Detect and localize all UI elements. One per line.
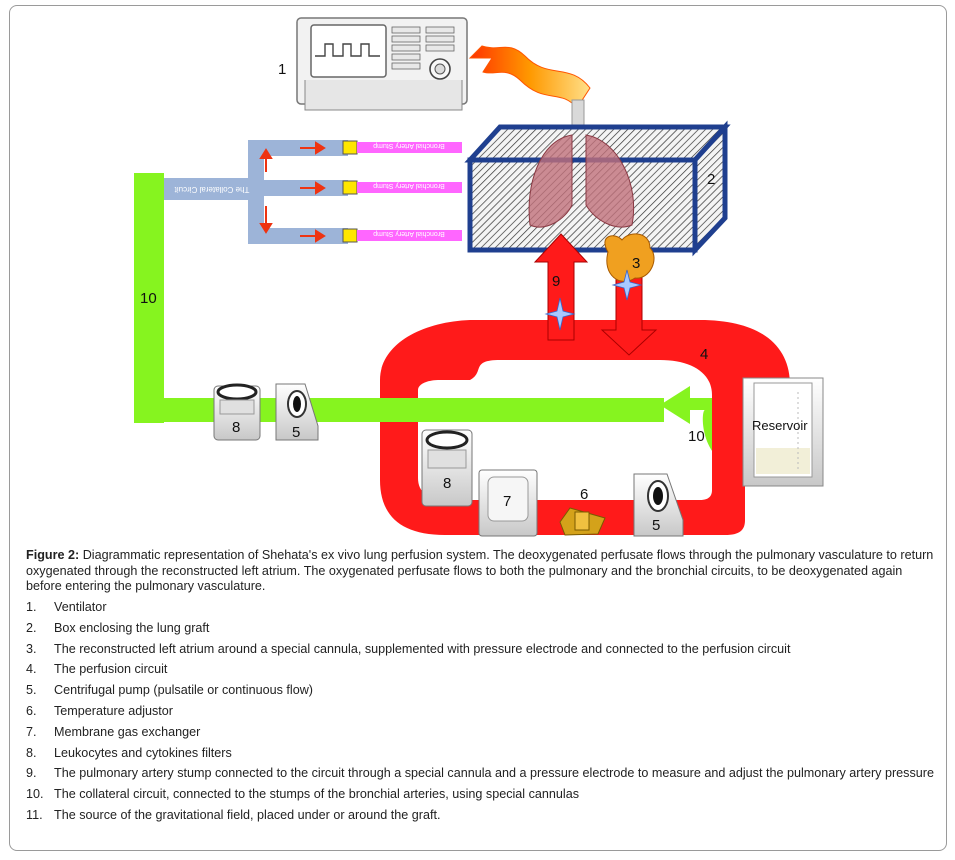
figure-frame xyxy=(9,5,947,851)
legend-number: 5. xyxy=(26,683,37,698)
legend-list: 1. Ventilator 2. Box enclosing the lung gra… xyxy=(26,600,934,829)
legend-text: Ventilator xyxy=(54,600,107,614)
filter-collateral xyxy=(213,383,261,441)
ventilator xyxy=(296,17,468,111)
legend-item: 4. The perfusion circuit xyxy=(26,662,934,677)
legend-item: 2. Box enclosing the lung graft xyxy=(26,621,934,636)
reservoir-label: Reservoir xyxy=(752,418,808,433)
ventilation-tube xyxy=(468,45,591,109)
perfusion-diagram: 1 2 The Collateral Circuit xyxy=(134,17,824,537)
legend-text: The source of the gravitational field, p… xyxy=(54,807,441,822)
legend-number: 1. xyxy=(26,600,37,614)
legend-item: 6. Temperature adjustor xyxy=(26,704,934,719)
legend-text: The perfusion circuit xyxy=(54,662,168,677)
label-8-collateral: 8 xyxy=(232,419,240,436)
legend-text: The pulmonary artery stump connected to … xyxy=(54,766,934,781)
legend-text: Centrifugal pump (pulsatile or continuou… xyxy=(54,683,314,698)
legend-number: 4. xyxy=(26,662,37,677)
legend-number: 3. xyxy=(26,641,37,656)
legend-text: Leukocytes and cytokines filters xyxy=(54,745,232,760)
collateral-circuit-label: The Collateral Circuit xyxy=(174,185,249,194)
legend-number: 7. xyxy=(26,724,37,739)
legend-item: 7. Membrane gas exchanger xyxy=(26,725,934,740)
legend-number: 8. xyxy=(26,745,37,760)
legend-item: 11. The source of the gravitational field… xyxy=(26,808,934,823)
cannula-label-2: Bronchial Artery Stump xyxy=(373,182,445,189)
left-atrium-arrow xyxy=(600,233,658,356)
pump-collateral xyxy=(275,383,319,441)
pulmonary-artery-arrow xyxy=(533,233,589,341)
legend-text: Box enclosing the lung graft xyxy=(54,620,210,635)
label-10-collateral: 10 xyxy=(140,290,157,307)
legend-number: 2. xyxy=(26,620,37,635)
filter-circuit xyxy=(421,429,473,507)
legend-text: The reconstructed left atrium around a s… xyxy=(54,641,791,656)
legend-number: 9. xyxy=(26,766,37,781)
figure-caption: Figure 2: Diagrammatic representation of… xyxy=(26,548,934,595)
label-6: 6 xyxy=(580,486,588,503)
legend-number: 6. xyxy=(26,703,37,718)
legend-text: Temperature adjustor xyxy=(54,703,174,718)
legend-item: 10. The collateral circuit, connected to … xyxy=(26,787,934,802)
label-5-collateral: 5 xyxy=(292,424,300,441)
legend-text: The collateral circuit, connected to the… xyxy=(54,787,580,802)
lung-box xyxy=(464,120,731,257)
reservoir xyxy=(742,377,824,487)
bronchial-branches: The Collateral Circuit Bronchial Artery … xyxy=(164,140,462,244)
caption-text: Diagrammatic representation of Shehata's… xyxy=(26,548,934,593)
legend-item: 3. The reconstructed left atrium around a… xyxy=(26,642,934,657)
gas-exchanger xyxy=(478,469,538,537)
figure-label: Figure 2: xyxy=(26,548,80,562)
pump-circuit xyxy=(633,473,684,537)
collateral-crossing xyxy=(380,398,662,422)
label-10-arrow: 10 xyxy=(688,428,705,445)
cannula-label-3: Bronchial Artery Stump xyxy=(373,230,445,237)
legend-item: 9. The pulmonary artery stump connected t… xyxy=(26,766,934,781)
label-1: 1 xyxy=(278,61,286,78)
legend-number: 11. xyxy=(26,807,43,822)
label-4-top: 4 xyxy=(700,346,708,363)
label-2: 2 xyxy=(707,171,715,188)
legend-item: 5. Centrifugal pump (pulsatile or continu… xyxy=(26,683,934,698)
legend-number: 10. xyxy=(26,787,44,802)
temperature-adjustor xyxy=(559,507,606,536)
label-3: 3 xyxy=(632,255,640,272)
label-9: 9 xyxy=(552,273,560,290)
legend-item: 1. Ventilator xyxy=(26,600,934,615)
legend-item: 8. Leukocytes and cytokines filters xyxy=(26,746,934,761)
legend-text: Membrane gas exchanger xyxy=(54,724,201,739)
perfusion-circuit xyxy=(380,320,790,535)
cannula-label-1: Bronchial Artery Stump xyxy=(373,142,445,149)
label-5-circuit: 5 xyxy=(652,517,660,534)
label-7: 7 xyxy=(503,493,511,510)
label-8-circuit: 8 xyxy=(443,475,451,492)
